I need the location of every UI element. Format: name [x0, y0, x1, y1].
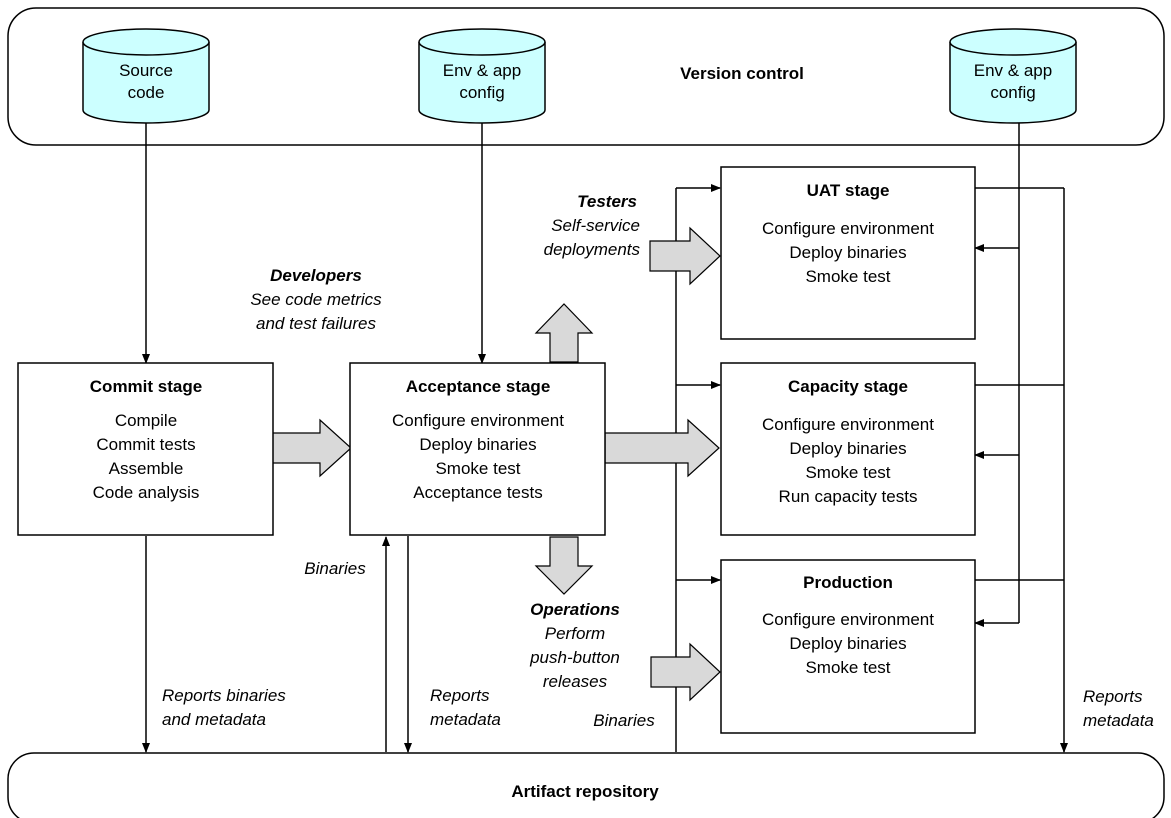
commit-stage-line: Compile	[115, 411, 177, 430]
operations-line: Perform	[545, 624, 605, 643]
reports-binaries-label-2: and metadata	[162, 710, 266, 729]
production-stage-title: Production	[803, 573, 893, 592]
acceptance-stage-line: Configure environment	[392, 411, 564, 430]
uat-stage: UAT stage Configure environment Deploy b…	[720, 166, 976, 340]
version-control-label: Version control	[680, 64, 804, 83]
acceptance-stage-title: Acceptance stage	[406, 377, 551, 396]
reports-binaries-label-1: Reports binaries	[162, 686, 286, 705]
capacity-stage-title: Capacity stage	[788, 377, 908, 396]
reports-metadata-mid-label-1: Reports	[430, 686, 490, 705]
env-config-left-label-2: config	[459, 83, 504, 102]
env-config-cylinder-right: Env & app config	[949, 28, 1077, 124]
source-code-label-1: Source	[119, 61, 173, 80]
uat-stage-title: UAT stage	[807, 181, 890, 200]
production-stage: Production Configure environment Deploy …	[720, 559, 976, 734]
version-control-box	[7, 7, 1165, 146]
capacity-stage-line: Smoke test	[805, 463, 890, 482]
acceptance-to-capacity-fat-arrow	[604, 418, 720, 478]
commit-stage-line: Code analysis	[93, 483, 200, 502]
capacity-stage: Capacity stage Configure environment Dep…	[720, 362, 976, 536]
commit-to-acceptance-fat-arrow	[271, 418, 352, 478]
commit-stage-title: Commit stage	[90, 377, 202, 396]
operations-line: push-button	[529, 648, 620, 667]
source-code-cylinder: Source code	[82, 28, 210, 124]
capacity-stage-line: Run capacity tests	[779, 487, 918, 506]
acceptance-to-testers-fat-arrow	[534, 303, 594, 363]
uat-stage-line: Smoke test	[805, 267, 890, 286]
env-config-right-label-1: Env & app	[974, 61, 1052, 80]
reports-metadata-mid-label-2: metadata	[430, 710, 501, 729]
commit-stage-line: Assemble	[109, 459, 184, 478]
artifact-repository-label: Artifact repository	[511, 782, 659, 801]
acceptance-to-operations-fat-arrow	[534, 536, 594, 595]
acceptance-stage-line: Acceptance tests	[413, 483, 542, 502]
env-config-cylinder-left: Env & app config	[418, 28, 546, 124]
developers-title: Developers	[270, 266, 362, 285]
production-stage-line: Configure environment	[762, 610, 934, 629]
env-config-right-label-2: config	[990, 83, 1035, 102]
testers-line: deployments	[544, 240, 641, 259]
acceptance-stage-line: Deploy binaries	[419, 435, 536, 454]
developers-note: Developers See code metrics and test fai…	[250, 266, 382, 333]
capacity-stage-line: Deploy binaries	[789, 439, 906, 458]
reports-metadata-right-label-1: Reports	[1083, 687, 1143, 706]
testers-title: Testers	[577, 192, 637, 211]
binaries-mid-label: Binaries	[593, 711, 655, 730]
binaries-left-label: Binaries	[304, 559, 366, 578]
uat-stage-line: Configure environment	[762, 219, 934, 238]
production-stage-line: Deploy binaries	[789, 634, 906, 653]
production-stage-line: Smoke test	[805, 658, 890, 677]
artifact-repository-box	[7, 752, 1165, 818]
commit-stage: Commit stage Compile Commit tests Assemb…	[17, 362, 274, 536]
fat-arrows	[271, 226, 721, 702]
developers-line: and test failures	[256, 314, 377, 333]
capacity-stage-line: Configure environment	[762, 415, 934, 434]
acceptance-stage: Acceptance stage Configure environment D…	[349, 362, 606, 536]
reports-metadata-right-label-2: metadata	[1083, 711, 1154, 730]
operations-line: releases	[543, 672, 608, 691]
testers-note: Testers Self-service deployments	[544, 192, 641, 259]
operations-title: Operations	[530, 600, 620, 619]
source-code-label-2: code	[128, 83, 165, 102]
developers-line: See code metrics	[250, 290, 382, 309]
env-config-left-label-1: Env & app	[443, 61, 521, 80]
operations-to-production-fat-arrow	[650, 642, 721, 702]
commit-stage-line: Commit tests	[96, 435, 195, 454]
uat-stage-line: Deploy binaries	[789, 243, 906, 262]
operations-note: Operations Perform push-button releases	[529, 600, 620, 691]
connectors	[142, 123, 1068, 753]
acceptance-stage-line: Smoke test	[435, 459, 520, 478]
testers-line: Self-service	[551, 216, 640, 235]
testers-to-uat-fat-arrow	[649, 226, 721, 286]
